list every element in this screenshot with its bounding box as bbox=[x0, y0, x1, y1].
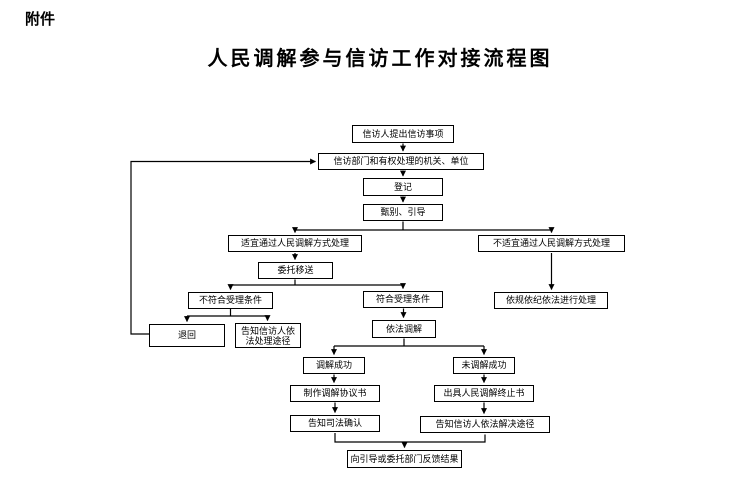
flow-node-register: 登记 bbox=[363, 178, 443, 196]
flow-node-make-agreement: 制作调解协议书 bbox=[290, 385, 380, 402]
flow-node-unsuitable-mediation: 不适宜通过人民调解方式处理 bbox=[478, 235, 625, 252]
flow-node-petition-submitted: 信访人提出信访事项 bbox=[352, 125, 454, 143]
flow-node-inform-legal-channels: 告知信访人依法处理途径 bbox=[235, 323, 301, 348]
flow-node-mediation-success: 调解成功 bbox=[303, 357, 365, 374]
flow-node-not-meet-conditions: 不符合受理条件 bbox=[188, 292, 273, 309]
flow-node-inform-judicial-confirmation: 告知司法确认 bbox=[290, 415, 380, 432]
rail-mediate-split bbox=[334, 338, 484, 347]
flow-node-petition-authorities: 信访部门和有权处理的机关、单位 bbox=[318, 153, 484, 170]
rail-notmeet-split bbox=[187, 309, 268, 317]
rail-feedback-join bbox=[334, 433, 486, 443]
flow-node-mediate-by-law: 依法调解 bbox=[372, 320, 436, 338]
arrow-return-loop-to-authorities bbox=[130, 158, 317, 335]
flow-node-inform-legal-resolution: 告知信访人依法解决途径 bbox=[420, 416, 550, 433]
rail-screen-split bbox=[295, 221, 552, 231]
flow-node-issue-termination: 出具人民调解终止书 bbox=[434, 385, 534, 402]
page-title: 人民调解参与信访工作对接流程图 bbox=[207, 48, 553, 70]
attachment-label: 附件 bbox=[25, 10, 56, 28]
rail-entrust-split bbox=[230, 279, 403, 286]
flow-node-suitable-mediation: 适宜通过人民调解方式处理 bbox=[228, 235, 362, 252]
flow-node-mediation-failed: 未调解成功 bbox=[453, 357, 515, 374]
flow-node-meet-conditions: 符合受理条件 bbox=[363, 291, 443, 308]
flow-node-screen-guide: 甄别、引导 bbox=[363, 204, 443, 221]
flow-node-handle-by-law: 依规依纪依法进行处理 bbox=[494, 292, 608, 309]
flow-node-return: 退回 bbox=[149, 324, 225, 347]
flow-node-entrust-transfer: 委托移送 bbox=[258, 262, 333, 279]
flow-node-feedback-results: 向引导或委托部门反馈结果 bbox=[347, 450, 462, 468]
